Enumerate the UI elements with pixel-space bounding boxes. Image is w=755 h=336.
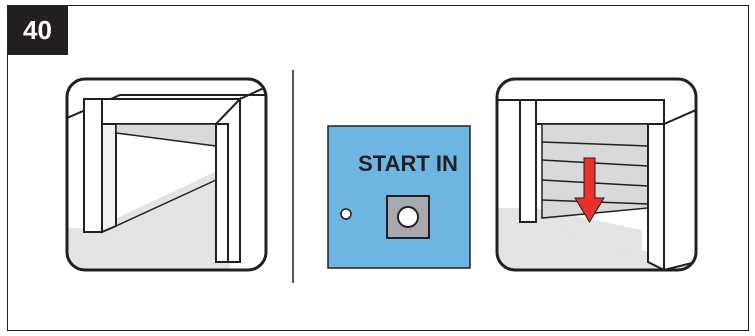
led-indicator-icon — [341, 209, 351, 219]
push-button[interactable] — [387, 196, 429, 238]
garage-closing-scene — [497, 79, 696, 270]
start-in-label: START IN — [358, 151, 458, 176]
control-panel: START IN — [328, 126, 470, 268]
garage-open-scene — [67, 79, 266, 270]
